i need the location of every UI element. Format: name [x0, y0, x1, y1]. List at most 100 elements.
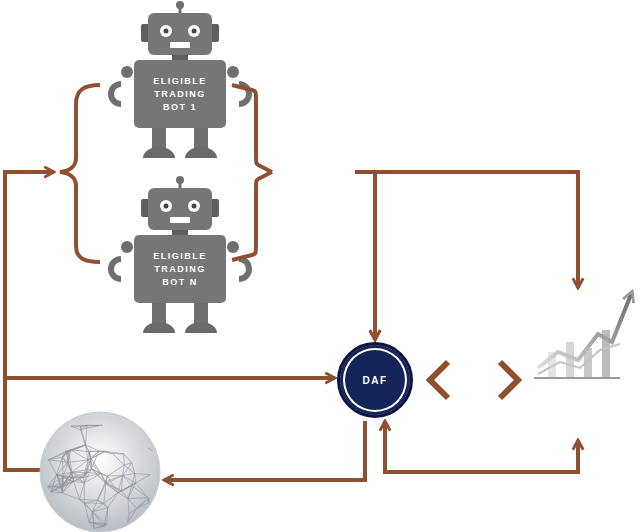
network-globe: [40, 412, 160, 532]
network-strand: [94, 524, 107, 528]
network-strand: [93, 512, 95, 529]
network-strand: [108, 493, 118, 508]
network-strand: [71, 426, 80, 429]
network-strand: [104, 493, 118, 504]
network-strand: [88, 460, 92, 469]
network-strand: [62, 477, 72, 487]
network-strand: [105, 451, 123, 454]
network-strand: [89, 512, 93, 522]
network-strand: [48, 475, 57, 487]
network-strand: [128, 497, 148, 499]
network-strand: [80, 483, 85, 500]
network-strand: [118, 493, 128, 499]
network-strand: [51, 477, 63, 492]
network-strand: [57, 457, 63, 475]
network-strand: [67, 450, 71, 452]
exchange-arrow: [385, 421, 578, 472]
network-strand: [118, 475, 123, 492]
network-strand: [67, 452, 68, 462]
process-circle: DAF: [337, 342, 413, 418]
network-strand: [85, 503, 104, 504]
network-strand: [49, 460, 69, 463]
network-strand: [112, 454, 124, 466]
network-strand: [132, 463, 135, 474]
branch-arrow: [375, 172, 578, 288]
network-strand: [84, 483, 85, 503]
network-strand: [80, 499, 98, 501]
network-strand: [49, 452, 67, 460]
network-strand: [107, 465, 124, 476]
network-strand: [135, 474, 151, 475]
network-strand: [62, 481, 73, 487]
network-strand: [107, 476, 118, 493]
network-strand: [136, 483, 148, 498]
network-strand: [118, 483, 136, 493]
chart-icon: [534, 292, 632, 378]
network-strand: [62, 457, 64, 477]
network-strand: [48, 477, 63, 487]
node-label: ELIGIBLE TRADING BOT 1: [142, 75, 218, 114]
network-strand: [87, 425, 103, 426]
network-strand: [68, 462, 72, 477]
node-label: DAF: [362, 375, 387, 386]
network-strand: [98, 482, 106, 500]
feedback-arrow: [5, 376, 335, 380]
network-strand: [71, 450, 88, 460]
network-strand: [49, 451, 67, 460]
network-strand: [87, 425, 99, 426]
network-strand: [123, 454, 125, 465]
network-strand: [92, 469, 108, 476]
network-strand: [84, 473, 101, 482]
network-strand: [123, 475, 132, 485]
network-strand: [132, 486, 148, 498]
network-strand: [101, 473, 107, 476]
network-strand: [98, 500, 104, 503]
network-strand: [63, 477, 64, 484]
network-strand: [105, 476, 107, 482]
network-strand: [105, 475, 122, 481]
network-strand: [148, 448, 153, 451]
network-strand: [68, 460, 88, 462]
network-strand: [49, 457, 63, 460]
network-strand: [128, 509, 137, 523]
network-strand: [136, 475, 151, 483]
network-strand: [71, 425, 87, 427]
network-strand: [87, 472, 101, 473]
network-strand: [48, 487, 51, 492]
output-arrow: [164, 421, 365, 480]
left-brace: [60, 85, 100, 262]
robot-figure: [111, 1, 249, 158]
network-strand: [84, 472, 87, 482]
network-strand: [104, 503, 108, 507]
network-strand: [123, 474, 135, 476]
network-strand: [85, 503, 93, 512]
network-strand: [63, 477, 83, 478]
network-strand: [62, 493, 79, 500]
network-strand: [86, 445, 88, 460]
network-strand: [106, 475, 123, 483]
network-strand: [86, 445, 100, 451]
network-strand: [104, 484, 106, 504]
network-strand: [85, 500, 98, 503]
network-strand: [105, 451, 112, 453]
network-strand: [137, 499, 149, 509]
network-strand: [107, 508, 108, 525]
feedback-arrow: [5, 172, 54, 470]
network-strand: [147, 498, 149, 503]
network-strand: [98, 500, 108, 507]
network-strand: [93, 508, 108, 512]
network-strand: [128, 499, 136, 509]
network-strand: [74, 481, 80, 499]
network-strand: [63, 477, 72, 484]
chevron-right: [500, 362, 518, 398]
network-strand: [88, 451, 106, 460]
network-strand: [129, 509, 136, 514]
network-strand: [88, 460, 101, 473]
network-strand: [83, 460, 87, 477]
network-strand: [121, 491, 128, 499]
network-strand: [123, 463, 132, 476]
network-strand: [67, 445, 86, 452]
network-strand: [80, 426, 99, 430]
network-strand: [137, 503, 149, 509]
